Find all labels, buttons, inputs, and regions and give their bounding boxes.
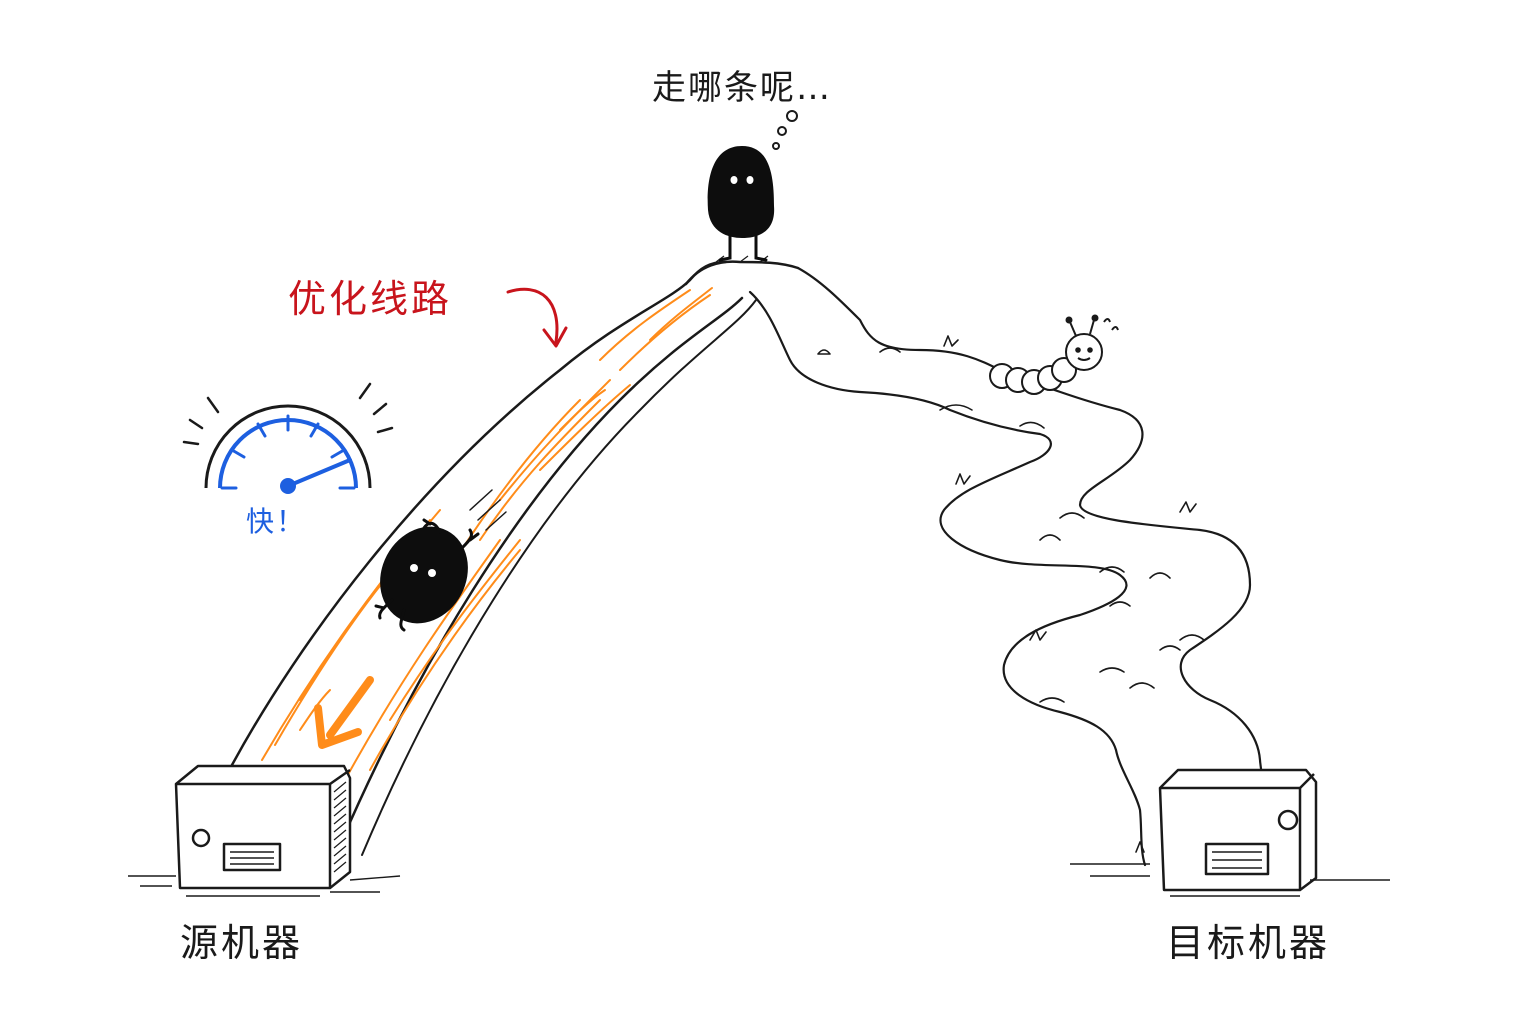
thought-text: 走哪条呢…: [652, 68, 832, 108]
sliding-blob-character: [374, 489, 507, 632]
source-machine-icon: [128, 764, 401, 897]
thinking-blob-character: [707, 146, 775, 262]
target-machine-icon: [1070, 768, 1390, 897]
speedometer-icon: [182, 382, 394, 494]
optimized-route-label: 优化线路: [288, 277, 453, 321]
source-machine-label: 源机器: [180, 921, 304, 965]
winding-road: [748, 266, 1287, 867]
caterpillar-character: [989, 314, 1119, 395]
speed-label: 快！: [246, 505, 307, 538]
fast-slide: [230, 260, 757, 856]
target-machine-label: 目标机器: [1166, 921, 1331, 965]
optimized-route-arrow: [506, 287, 559, 344]
thought-bubbles: [772, 110, 798, 150]
